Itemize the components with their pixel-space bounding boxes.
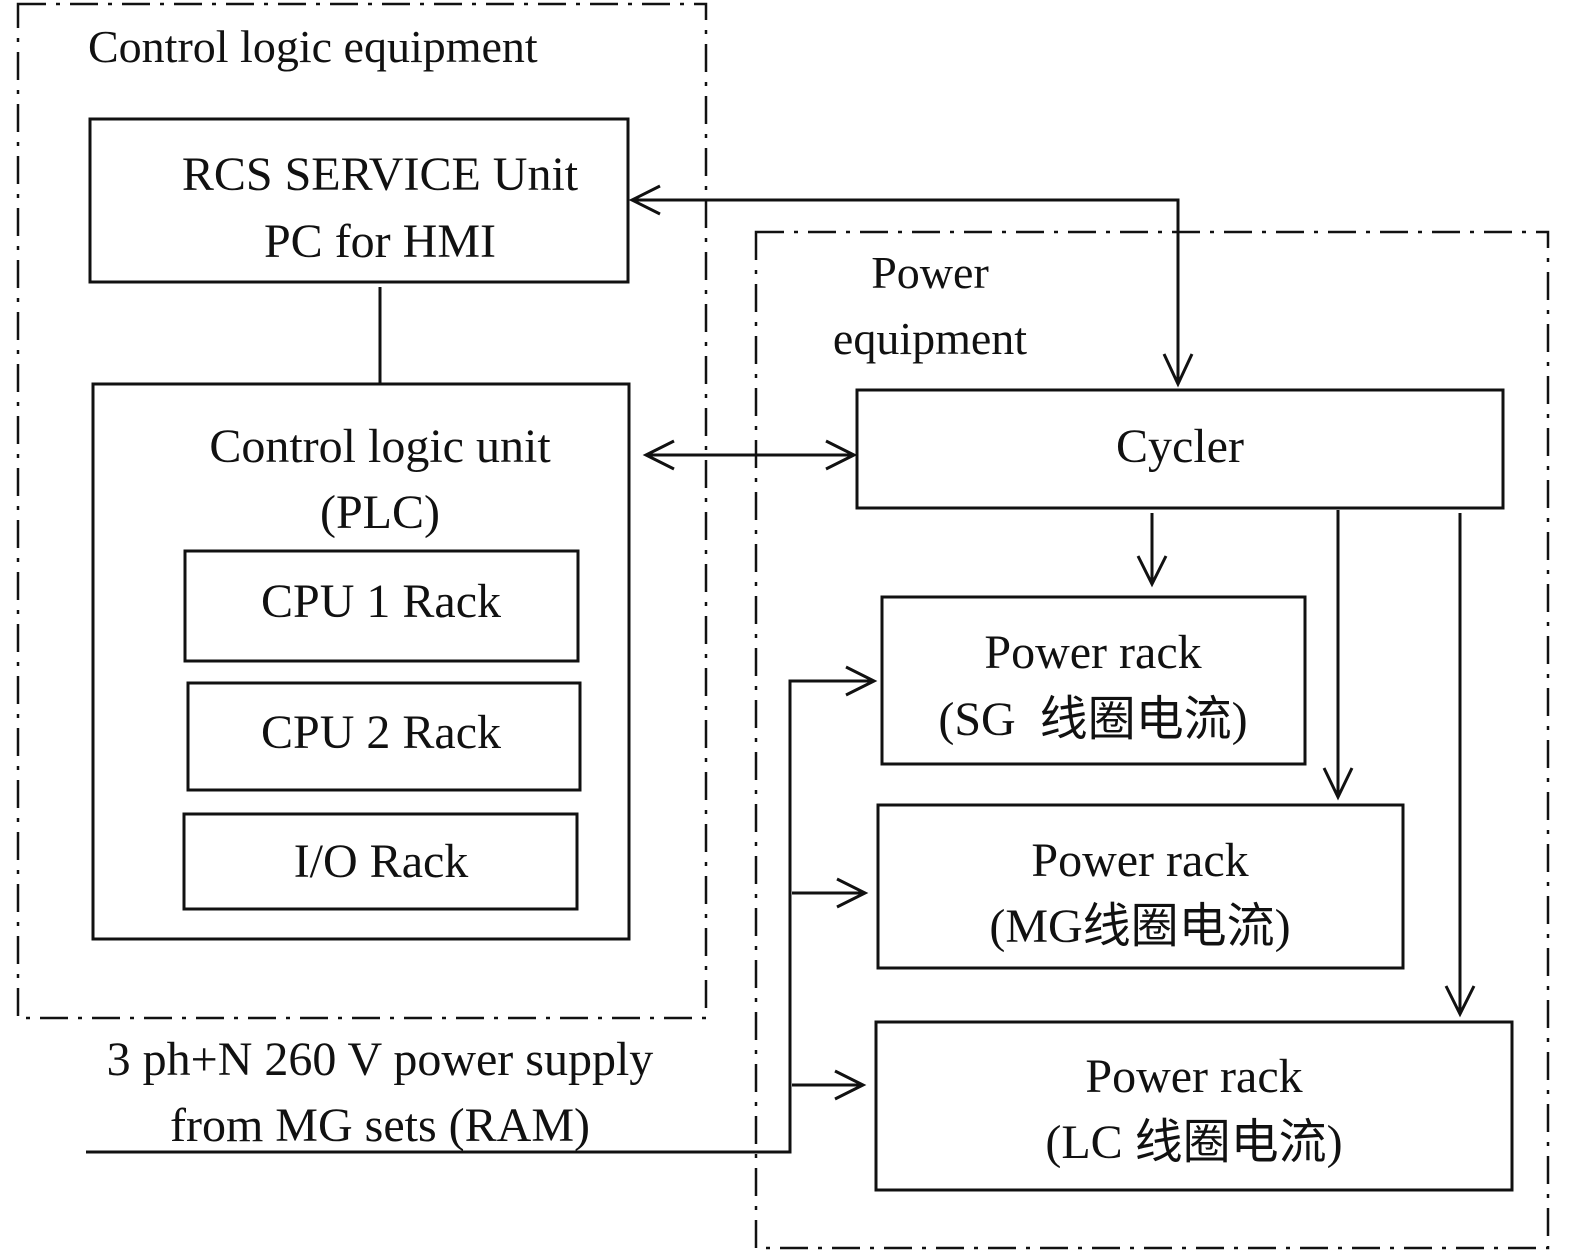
power-supply-bus [86, 679, 874, 1154]
supply-mg-arrowhead [836, 877, 869, 909]
supply-sg-arrowhead [845, 665, 878, 697]
cycler-box [855, 388, 1505, 510]
cycler-lc-arrowhead [1444, 985, 1476, 1018]
cycler-mg-arrowhead [1322, 767, 1354, 801]
pc-for-hmi-label: PC for HMI [264, 215, 496, 268]
power-supply-label-line1: 3 ph+N 260 V power supply [107, 1033, 654, 1086]
control-logic-unit-box [91, 382, 631, 941]
plc-label: (PLC) [320, 486, 440, 539]
power-rack-sg-sublabel: (SG 线圈电流) [938, 693, 1247, 746]
rcs-cycler-arrowhead-left [628, 184, 661, 216]
power-group-title-line2: equipment [833, 313, 1027, 364]
power-rack-mg-box [876, 803, 1405, 970]
plc-cycler-arrowhead-left [642, 439, 675, 471]
rcs-service-unit-box [88, 117, 630, 284]
cpu2-rack-label: CPU 2 Rack [261, 706, 501, 759]
power-rack-sg-box [880, 595, 1307, 766]
io-rack-label: I/O Rack [294, 835, 469, 888]
power-rack-sg-label: Power rack [984, 626, 1201, 679]
power-rack-mg-sublabel: (MG线圈电流) [989, 900, 1290, 953]
control-logic-unit-label: Control logic unit [209, 420, 551, 473]
power-rack-lc-sublabel: (LC 线圈电流) [1045, 1116, 1342, 1169]
power-equipment-group [754, 230, 1550, 1250]
cycler-label: Cycler [1116, 420, 1244, 473]
io-rack-box [182, 812, 579, 911]
cpu1-rack-box [183, 549, 580, 663]
cpu1-rack-label: CPU 1 Rack [261, 575, 501, 628]
power-supply-label-line2: from MG sets (RAM) [170, 1099, 590, 1152]
power-group-title-line1: Power [871, 247, 989, 298]
supply-lc-arrowhead [834, 1069, 867, 1101]
cpu2-rack-box [186, 681, 582, 792]
rcs-cycler-connector [632, 198, 1180, 382]
plc-cycler-arrowhead-right [825, 439, 858, 471]
control-group-title: Control logic equipment [88, 21, 538, 72]
rcs-service-unit-label: RCS SERVICE Unit [182, 148, 579, 201]
rcs-cycler-arrowhead-down [1162, 353, 1194, 388]
control-logic-equipment-group [16, 2, 708, 1020]
power-rack-lc-label: Power rack [1085, 1050, 1302, 1103]
cycler-sg-arrowhead [1136, 555, 1168, 588]
power-rack-mg-label: Power rack [1031, 834, 1248, 887]
power-rack-lc-box [874, 1020, 1514, 1192]
